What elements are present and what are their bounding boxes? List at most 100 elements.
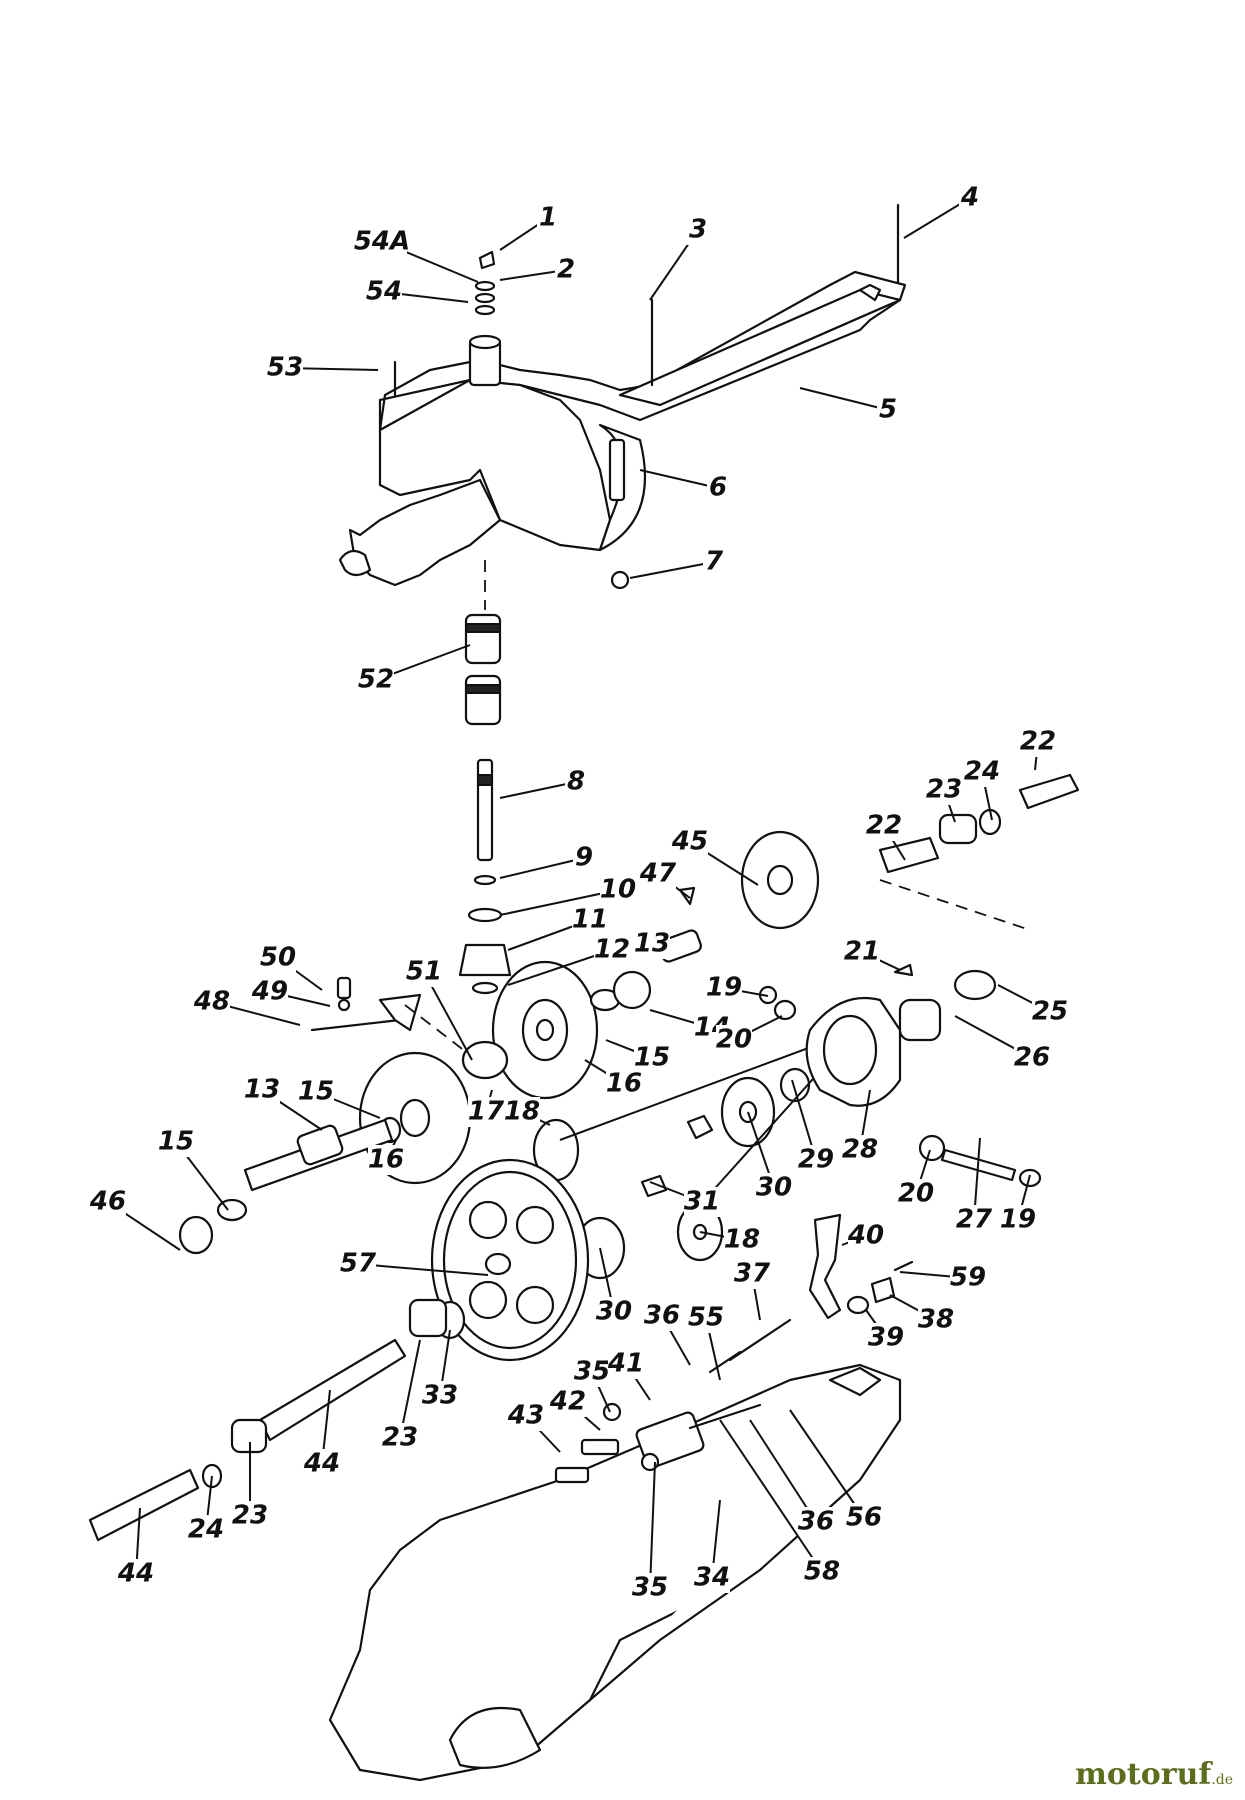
callout-c50: 50 bbox=[260, 943, 296, 973]
callout-bg-c11 bbox=[572, 905, 608, 935]
callout-c6: 6 bbox=[709, 473, 727, 503]
callout-c7: 7 bbox=[705, 547, 724, 577]
upper-housing bbox=[338, 203, 907, 590]
callout-c23c: 23 bbox=[232, 1501, 268, 1531]
leader-line-c23b bbox=[399, 1339, 421, 1439]
callout-c18a: 18 bbox=[504, 1097, 540, 1127]
callout-c58: 58 bbox=[804, 1557, 840, 1587]
callout-bg-c39 bbox=[868, 1323, 904, 1353]
watermark-logo: motoruf.de bbox=[1075, 1757, 1233, 1792]
callout-c26: 26 bbox=[1014, 1043, 1050, 1073]
callout-c53: 53 bbox=[267, 353, 303, 383]
callout-c8: 8 bbox=[567, 767, 585, 797]
watermark-main: motoruf bbox=[1075, 1757, 1212, 1792]
callout-bg-c26 bbox=[1014, 1043, 1050, 1073]
callout-bg-c23b bbox=[382, 1423, 418, 1453]
leader-line-c36b bbox=[749, 1419, 817, 1523]
callout-bg-c40 bbox=[848, 1221, 884, 1251]
callout-c39: 39 bbox=[868, 1323, 904, 1353]
callout-bg-c35b bbox=[632, 1573, 668, 1603]
callout-bg-c12 bbox=[594, 935, 630, 965]
callout-bg-c59 bbox=[950, 1263, 986, 1293]
left-axle bbox=[88, 1338, 407, 1542]
callout-c13b: 13 bbox=[244, 1075, 280, 1105]
callout-bg-c25 bbox=[1032, 997, 1068, 1027]
callout-c49: 49 bbox=[251, 977, 288, 1007]
callout-bg-c57 bbox=[340, 1249, 376, 1279]
callout-c29: 29 bbox=[798, 1145, 834, 1175]
callout-labels: 1254A54345356752891011124745132223242221… bbox=[89, 183, 1068, 1603]
leader-line-c9 bbox=[499, 857, 585, 879]
callout-bg-c29 bbox=[798, 1145, 834, 1175]
callout-bg-c18a bbox=[504, 1097, 540, 1127]
callout-bg-c23a bbox=[926, 775, 962, 805]
callout-c36a: 36 bbox=[644, 1301, 680, 1331]
callout-bg-c41 bbox=[608, 1349, 644, 1379]
callout-bg-c15a bbox=[634, 1043, 670, 1073]
callout-bg-c16b bbox=[368, 1145, 404, 1175]
callout-c54A: 54A bbox=[354, 227, 410, 257]
callout-c12: 12 bbox=[594, 935, 630, 965]
callout-c24a: 24 bbox=[964, 757, 1000, 787]
callout-c15b: 15 bbox=[298, 1077, 334, 1107]
callout-c48: 48 bbox=[193, 987, 230, 1017]
shift-lever bbox=[708, 1213, 914, 1374]
callout-bg-c42 bbox=[550, 1387, 586, 1417]
callout-bg-c44b bbox=[118, 1559, 154, 1589]
callout-bg-c24a bbox=[964, 757, 1000, 787]
callout-bg-c56 bbox=[846, 1503, 882, 1533]
watermark-tld: .de bbox=[1211, 1772, 1233, 1788]
callout-bg-c47 bbox=[640, 859, 676, 889]
callout-c30a: 30 bbox=[756, 1173, 792, 1203]
callout-c19b: 19 bbox=[1000, 1205, 1036, 1235]
callout-c44b: 44 bbox=[117, 1559, 154, 1589]
callout-c21: 21 bbox=[844, 937, 880, 967]
callout-bg-c10 bbox=[600, 875, 636, 905]
callout-bg-c3 bbox=[687, 215, 709, 245]
callout-c1: 1 bbox=[539, 203, 557, 233]
callout-bg-c5 bbox=[877, 395, 899, 425]
leader-line-c7 bbox=[629, 561, 715, 579]
callout-c43: 43 bbox=[507, 1401, 544, 1431]
callout-bg-c38 bbox=[918, 1305, 954, 1335]
right-axle bbox=[878, 773, 1080, 931]
callout-c54: 54 bbox=[366, 277, 402, 307]
callout-c25: 25 bbox=[1032, 997, 1068, 1027]
callout-bg-c35a bbox=[574, 1357, 610, 1387]
callout-bg-c15b bbox=[298, 1077, 334, 1107]
callout-bg-c9 bbox=[573, 843, 595, 873]
callout-c51: 51 bbox=[406, 957, 442, 987]
callout-c59: 59 bbox=[950, 1263, 986, 1293]
callout-c5: 5 bbox=[879, 395, 897, 425]
callout-c22a: 22 bbox=[1020, 727, 1056, 757]
callout-c31: 31 bbox=[684, 1187, 720, 1217]
callout-c4: 4 bbox=[960, 183, 979, 213]
callout-c15a: 15 bbox=[634, 1043, 670, 1073]
callout-bg-c7 bbox=[703, 547, 725, 577]
callout-c19a: 19 bbox=[706, 973, 742, 1003]
callout-bg-c50 bbox=[260, 943, 296, 973]
callout-bg-c13a bbox=[634, 929, 670, 959]
callout-bg-c19b bbox=[1000, 1205, 1036, 1235]
callout-c55: 55 bbox=[688, 1303, 724, 1333]
callout-c56: 56 bbox=[846, 1503, 882, 1533]
leader-line-c58 bbox=[719, 1419, 823, 1573]
callout-c22b: 22 bbox=[866, 811, 902, 841]
callout-bg-c23c bbox=[232, 1501, 268, 1531]
callout-c47: 47 bbox=[639, 859, 677, 889]
callout-c13a: 13 bbox=[634, 929, 670, 959]
callout-bg-c55 bbox=[688, 1303, 724, 1333]
callout-bg-c20b bbox=[898, 1179, 934, 1209]
callout-bg-c17 bbox=[468, 1097, 504, 1127]
callout-bg-c8 bbox=[565, 767, 587, 797]
callout-c23a: 23 bbox=[926, 775, 962, 805]
callout-c44a: 44 bbox=[303, 1449, 340, 1479]
callout-bg-c54 bbox=[366, 277, 402, 307]
callout-bg-c19a bbox=[706, 973, 742, 1003]
callout-bg-c48 bbox=[194, 987, 230, 1017]
callout-c57: 57 bbox=[340, 1249, 377, 1279]
callout-c16a: 16 bbox=[606, 1069, 642, 1099]
callout-bg-c34 bbox=[694, 1563, 730, 1593]
